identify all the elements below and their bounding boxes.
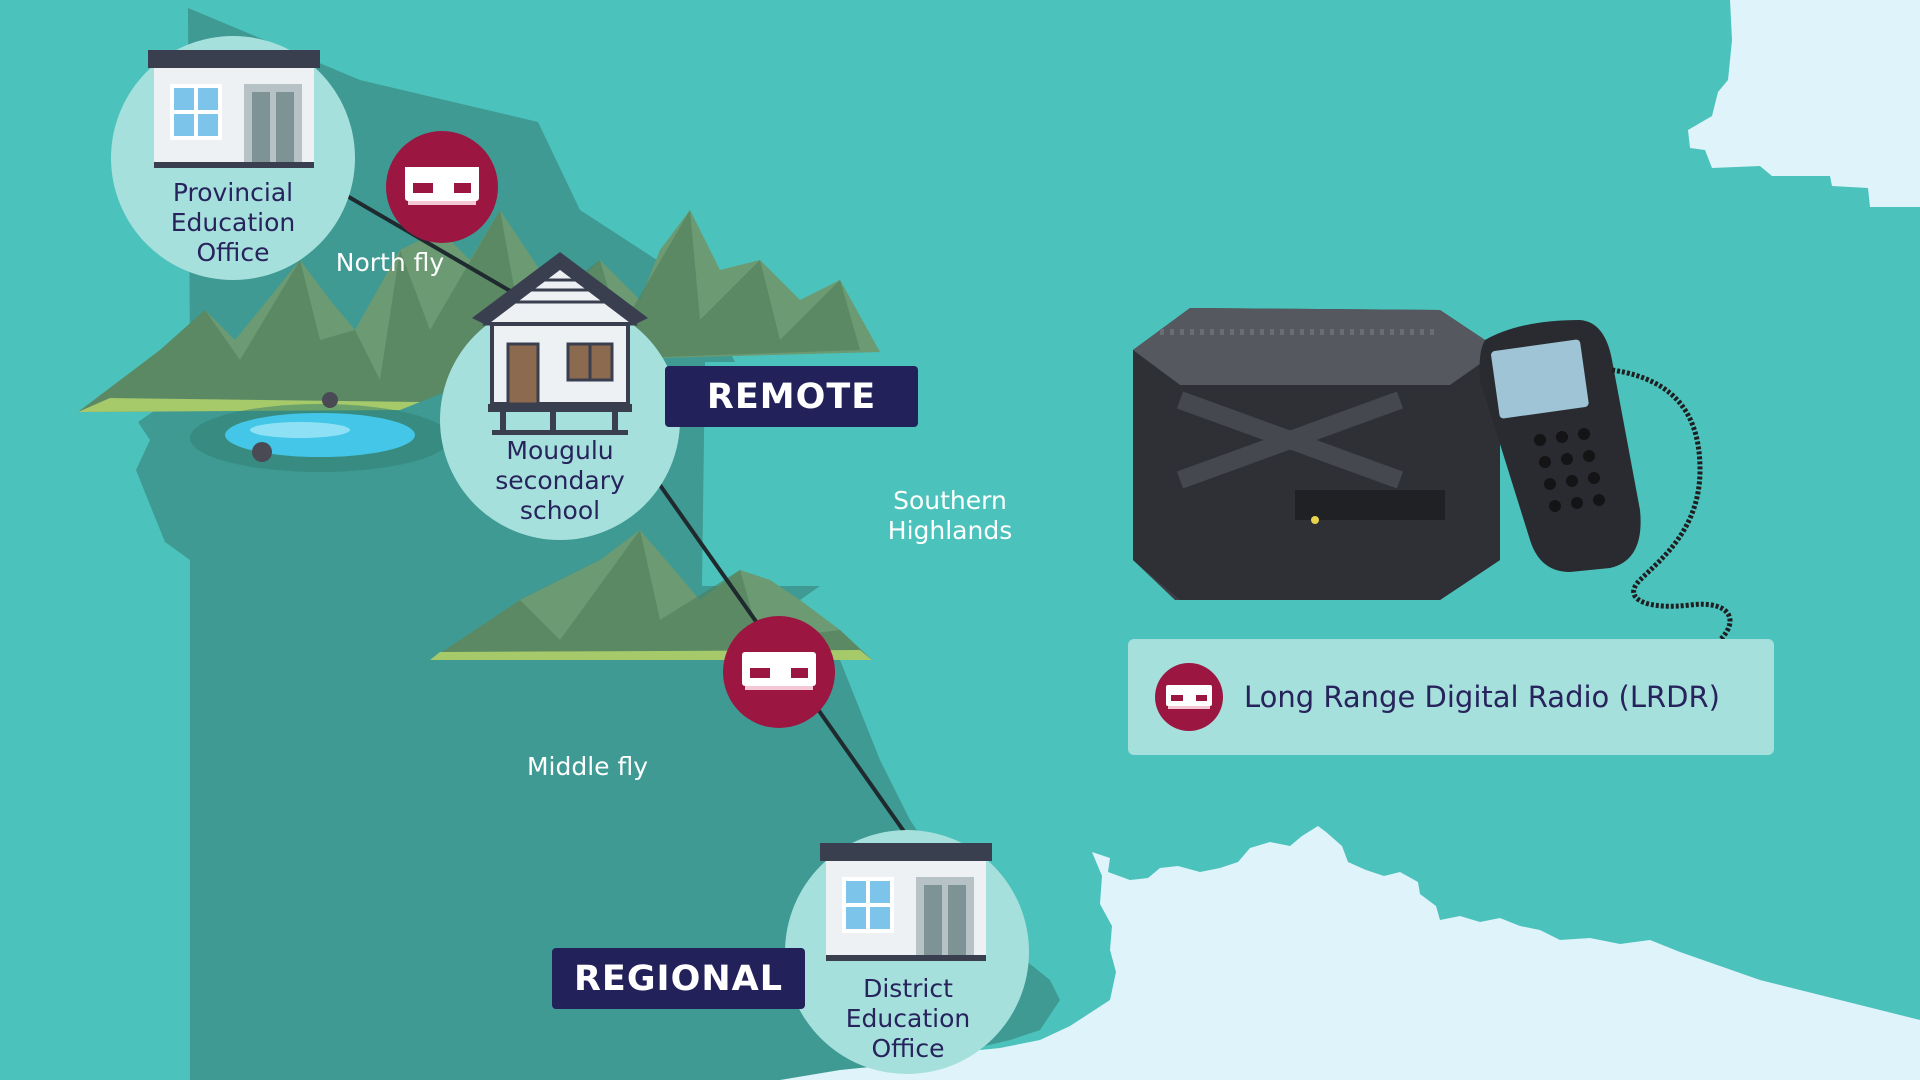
label-line: District xyxy=(863,974,953,1003)
mountain-range-upper xyxy=(78,210,880,472)
radio-device-icon xyxy=(386,131,498,243)
radio-device-icon xyxy=(1155,663,1223,731)
region-label-middle-fly: Middle fly xyxy=(526,752,649,781)
radio-hardware-image xyxy=(1133,308,1733,642)
label-line: Provincial xyxy=(172,178,294,207)
radio-device-icon xyxy=(723,616,835,728)
region-label-southern-highlands: Southern Highlands xyxy=(860,486,1040,546)
label-line: Office xyxy=(196,238,270,267)
office-building-icon xyxy=(820,843,992,961)
landmass-bottom-right xyxy=(780,826,1920,1080)
regional-tag: REGIONAL xyxy=(552,948,805,1009)
remote-tag: REMOTE xyxy=(665,366,918,427)
label-line: secondary xyxy=(495,466,625,495)
label-line: Mougulu xyxy=(506,436,614,465)
label-line: Highlands xyxy=(887,516,1013,545)
legend-box: Long Range Digital Radio (LRDR) xyxy=(1128,639,1774,755)
province-region xyxy=(136,8,1060,1080)
legend-label: Long Range Digital Radio (LRDR) xyxy=(1244,680,1720,714)
region-label-north-fly: North fly xyxy=(335,248,445,277)
label-line: Education xyxy=(170,208,296,237)
school-house-icon xyxy=(472,252,648,435)
district-office-label: District Education Office xyxy=(818,974,998,1064)
label-line: Education xyxy=(845,1004,971,1033)
label-line: Southern xyxy=(893,486,1007,515)
provincial-office-label: Provincial Education Office xyxy=(143,178,323,268)
landmass-top-right xyxy=(1688,0,1920,207)
office-building-icon xyxy=(148,50,320,168)
label-line: school xyxy=(519,496,601,525)
label-line: Office xyxy=(871,1034,945,1063)
school-label: Mougulu secondary school xyxy=(470,436,650,526)
